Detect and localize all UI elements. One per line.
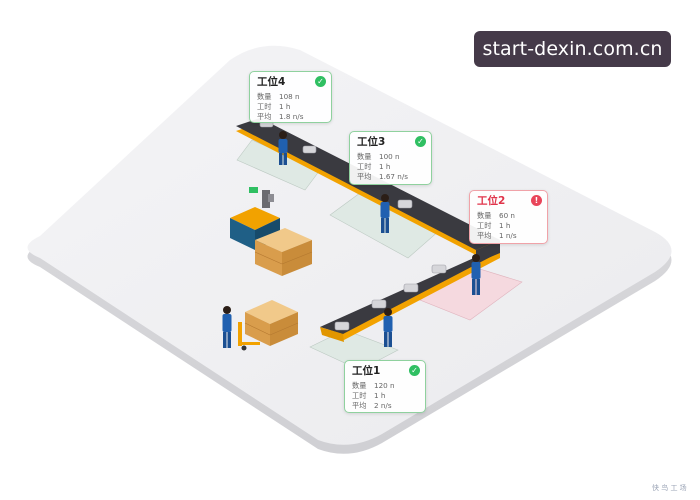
belt-item (431, 264, 447, 274)
belt-item (403, 283, 419, 293)
belt-item (302, 145, 317, 154)
check-circle-icon: ✓ (415, 136, 426, 147)
belt-item (334, 321, 350, 331)
platform (27, 45, 672, 454)
worker-station-3 (380, 194, 390, 233)
exclamation-circle-icon: ! (531, 195, 542, 206)
hand-truck (238, 322, 260, 351)
station-title: 工位4 (257, 76, 286, 88)
belt-item (371, 299, 387, 309)
check-circle-icon: ✓ (409, 365, 420, 376)
watermark-label: start-dexin.com.cn (474, 31, 671, 67)
belt-item (397, 199, 413, 209)
station-title: 工位1 (352, 365, 381, 377)
station-title: 工位2 (477, 195, 506, 207)
worker-station-2 (471, 254, 481, 295)
check-circle-icon: ✓ (315, 76, 326, 87)
corner-watermark: 快 鸟 工 场 (652, 484, 687, 492)
station-title: 工位3 (357, 136, 386, 148)
worker-hand-truck (222, 306, 232, 348)
worker-station-1 (383, 308, 393, 347)
crate-stack-1 (254, 228, 313, 276)
crate-stack-2 (244, 300, 299, 346)
worker-station-4 (278, 131, 288, 165)
